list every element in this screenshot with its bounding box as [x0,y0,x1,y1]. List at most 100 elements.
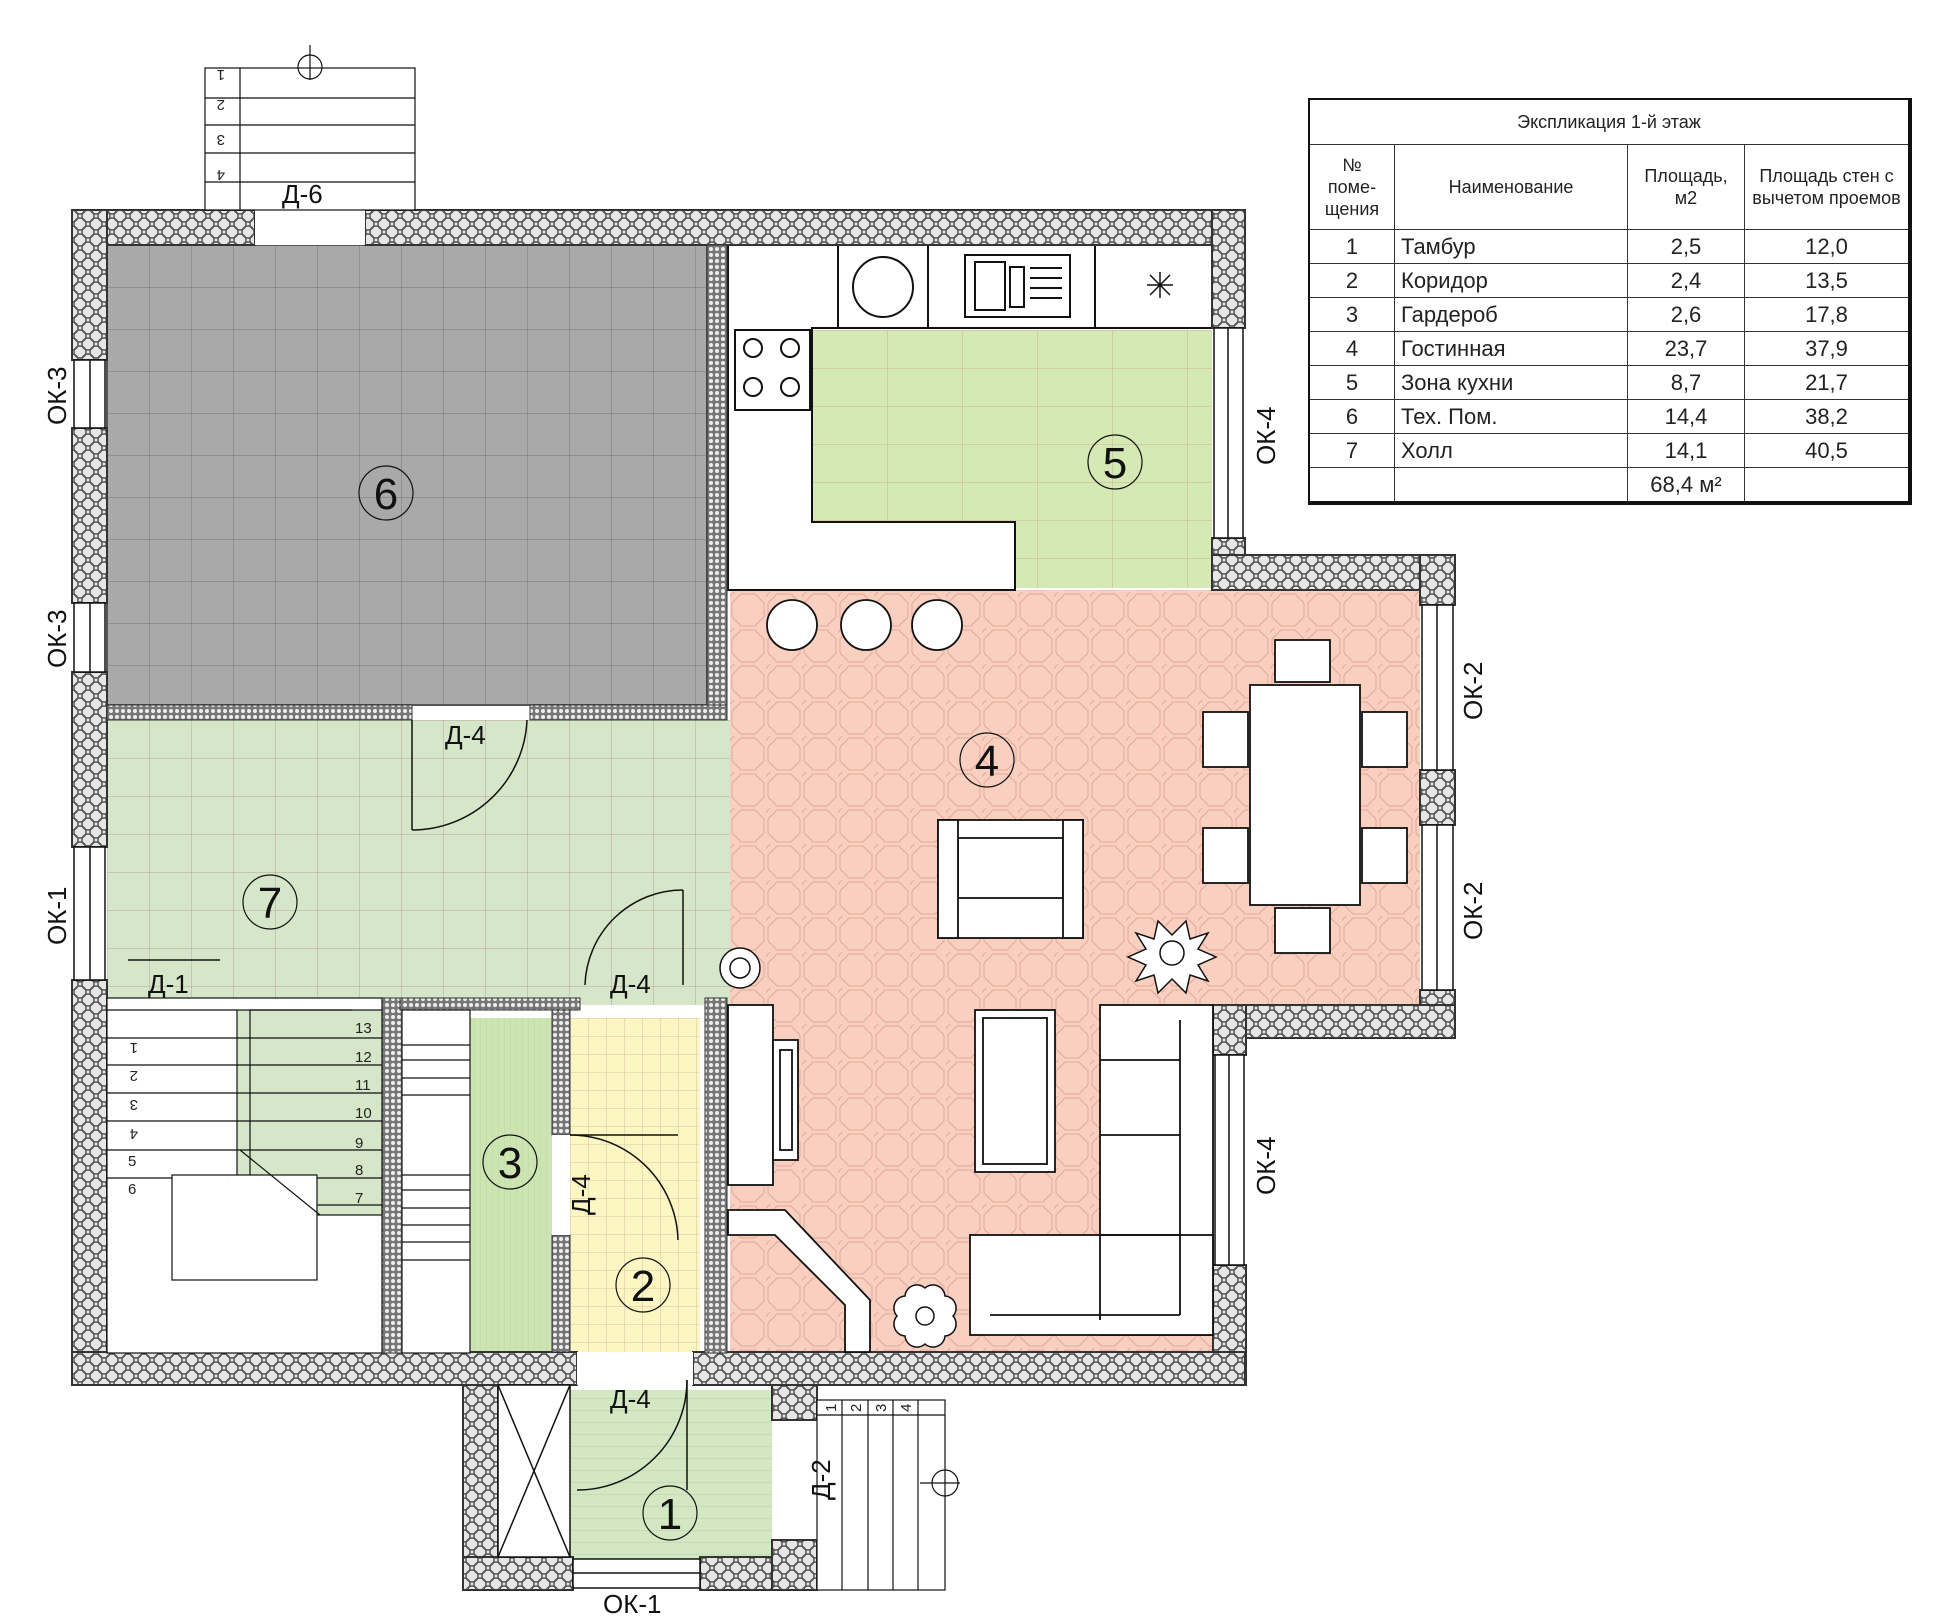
entry-step-labels: 1 2 3 4 [823,1404,915,1412]
windows [73,327,1454,1589]
step-label: 6 [128,1181,136,1198]
header-wall-area: Площадь стен с вычетом проемов [1744,144,1911,230]
room-name-cell: Коридор [1394,263,1628,298]
room-number-4: 4 [959,732,1015,788]
room-name-cell: Зона кухни [1394,365,1628,400]
room-2-floor [570,1018,700,1354]
room-name-cell: Холл [1394,433,1628,468]
table-row: 2 Коридор 2,4 13,5 [1308,263,1911,298]
area-cell: 8,7 [1627,365,1745,400]
door-label: Д-2 [806,1459,836,1500]
svg-text:1: 1 [658,1490,682,1539]
table-row: 4 Гостинная 23,7 37,9 [1308,331,1911,366]
explication-table: Экспликация 1-й этаж № поме-щения Наимен… [1308,98,1912,505]
living-room-furniture [727,599,1408,1353]
empty-cell [1394,467,1628,504]
room-number-1: 1 [642,1485,698,1541]
door-label: Д-6 [282,179,323,209]
wall-area-cell: 38,2 [1744,399,1911,434]
svg-text:2: 2 [631,1262,655,1311]
explication-header-row: № поме-щения Наименование Площадь, м2 Пл… [1308,144,1911,230]
doors [128,94,936,1516]
step-label: 3 [217,131,225,148]
step-label: 2 [217,96,225,113]
room-number-7: 7 [242,874,298,930]
door-label: Д-4 [610,969,651,999]
svg-text:7: 7 [258,879,282,928]
interior-partitions [106,244,728,1354]
svg-text:6: 6 [374,470,398,519]
area-cell: 14,1 [1627,433,1745,468]
step-label: 4 [130,1125,138,1142]
table-row: 1 Тамбур 2,5 12,0 [1308,229,1911,264]
room-number-5: 5 [1087,434,1143,490]
step-label: 3 [873,1404,890,1412]
window-label: ОК-4 [1251,1137,1281,1196]
room-number-cell: 1 [1308,229,1395,264]
room-5-floor [812,330,1212,588]
wall-area-cell: 12,0 [1744,229,1911,264]
step-label: 10 [355,1105,372,1122]
room-numbers: 6 5 4 7 3 2 1 [242,434,1143,1541]
table-row: 5 Зона кухни 8,7 21,7 [1308,365,1911,400]
window-label: ОК-4 [1251,407,1281,466]
room-name-cell: Гостинная [1394,331,1628,366]
door-label: Д-4 [610,1384,651,1414]
area-cell: 2,5 [1627,229,1745,264]
door-label: Д-1 [148,969,189,999]
room-number-3: 3 [482,1134,538,1190]
step-label: 8 [355,1162,363,1179]
room-number-6: 6 [358,465,414,521]
window-label: ОК-2 [1458,662,1488,721]
window-labels: ОК-3 ОК-3 ОК-1 ОК-4 ОК-2 ОК-2 ОК-4 ОК-1 [42,367,1488,1617]
step-label: 7 [355,1190,363,1207]
step-label: 1 [823,1404,840,1412]
step-label: 12 [355,1049,372,1066]
step-label: 9 [355,1135,363,1152]
room-number-2: 2 [615,1257,671,1313]
step-label: 2 [848,1404,865,1412]
empty-cell [1744,467,1911,504]
table-row: 3 Гардероб 2,6 17,8 [1308,297,1911,332]
room-3-floor [470,1018,552,1354]
window-label: ОК-2 [1458,882,1488,941]
window-label: ОК-1 [42,887,72,946]
empty-cell [1308,467,1395,504]
door-label: Д-4 [566,1174,596,1215]
room-name-cell: Тех. Пом. [1394,399,1628,434]
main-staircase-step-labels: 1 2 3 4 5 6 13 12 11 10 9 8 7 [128,1020,372,1207]
step-label: 11 [355,1077,371,1094]
header-name: Наименование [1394,144,1628,230]
door-label: Д-4 [445,720,486,750]
wall-area-cell: 37,9 [1744,331,1911,366]
entry-stairs [816,1399,960,1591]
area-cell: 14,4 [1627,399,1745,434]
window-label: ОК-1 [603,1589,662,1617]
wall-area-cell: 40,5 [1744,433,1911,468]
wall-area-cell: 17,8 [1744,297,1911,332]
wall-area-cell: 21,7 [1744,365,1911,400]
room-number-cell: 4 [1308,331,1395,366]
room-floors [106,244,1420,1562]
room-4-floor [730,590,1420,1352]
step-label: 4 [898,1404,915,1412]
header-room-number: № поме-щения [1308,144,1395,230]
area-cell: 23,7 [1627,331,1745,366]
room-7-floor [107,720,730,1005]
room-name-cell: Тамбур [1394,229,1628,264]
step-label: 3 [130,1096,138,1113]
step-label: 2 [130,1067,138,1084]
step-label: 4 [217,166,225,183]
door-labels: Д-6 Д-4 Д-4 Д-4 Д-1 Д-2 Д-4 [148,179,836,1500]
room-number-cell: 7 [1308,433,1395,468]
plant-icons [719,919,1218,1348]
rear-porch-step-labels: 1 2 3 4 [217,66,225,183]
total-row: 68,4 м² [1308,467,1911,504]
window-label: ОК-3 [42,610,72,669]
wall-area-cell: 13,5 [1744,263,1911,298]
total-area-cell: 68,4 м² [1627,467,1745,504]
kitchen-counters [727,244,1213,591]
room-number-cell: 3 [1308,297,1395,332]
step-label: 1 [130,1039,138,1056]
room-number-cell: 2 [1308,263,1395,298]
